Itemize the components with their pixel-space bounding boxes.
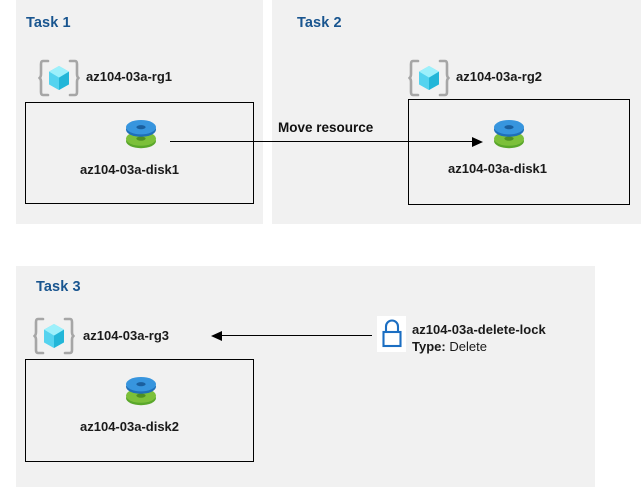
lock-type-key: Type: <box>412 339 446 354</box>
task1-resource-group-label: az104-03a-rg1 <box>86 69 172 84</box>
lock-scope-arrow-head <box>211 331 222 341</box>
move-resource-arrow-label: Move resource <box>278 120 374 135</box>
resource-group-cube-icon <box>38 57 80 99</box>
managed-disk-icon <box>122 116 160 152</box>
managed-disk-icon <box>490 116 528 152</box>
task2-title: Task 2 <box>297 15 342 31</box>
task1-resource-label: az104-03a-disk1 <box>80 162 180 177</box>
task3-resource-label: az104-03a-disk2 <box>80 419 180 434</box>
task3-resource-box <box>25 359 254 462</box>
task1-resource-box <box>25 102 254 204</box>
resource-group-cube-icon <box>408 57 450 99</box>
lock-name-label: az104-03a-delete-lock <box>412 322 546 337</box>
task2-resource-label: az104-03a-disk1 <box>448 161 548 176</box>
move-resource-arrow-line <box>170 141 474 143</box>
task2-resource-box <box>408 99 630 205</box>
task1-title: Task 1 <box>26 15 71 31</box>
padlock-icon <box>378 317 406 351</box>
resource-group-cube-icon <box>33 315 75 357</box>
lock-type-label: Type: Delete <box>412 339 487 354</box>
task2-resource-group-label: az104-03a-rg2 <box>456 69 542 84</box>
move-resource-arrow-head <box>472 137 483 147</box>
lock-type-value: Delete <box>449 339 487 354</box>
lock-scope-arrow-line <box>222 335 372 337</box>
task3-title: Task 3 <box>36 279 81 295</box>
task3-resource-group-label: az104-03a-rg3 <box>83 328 169 343</box>
managed-disk-icon <box>122 373 160 409</box>
